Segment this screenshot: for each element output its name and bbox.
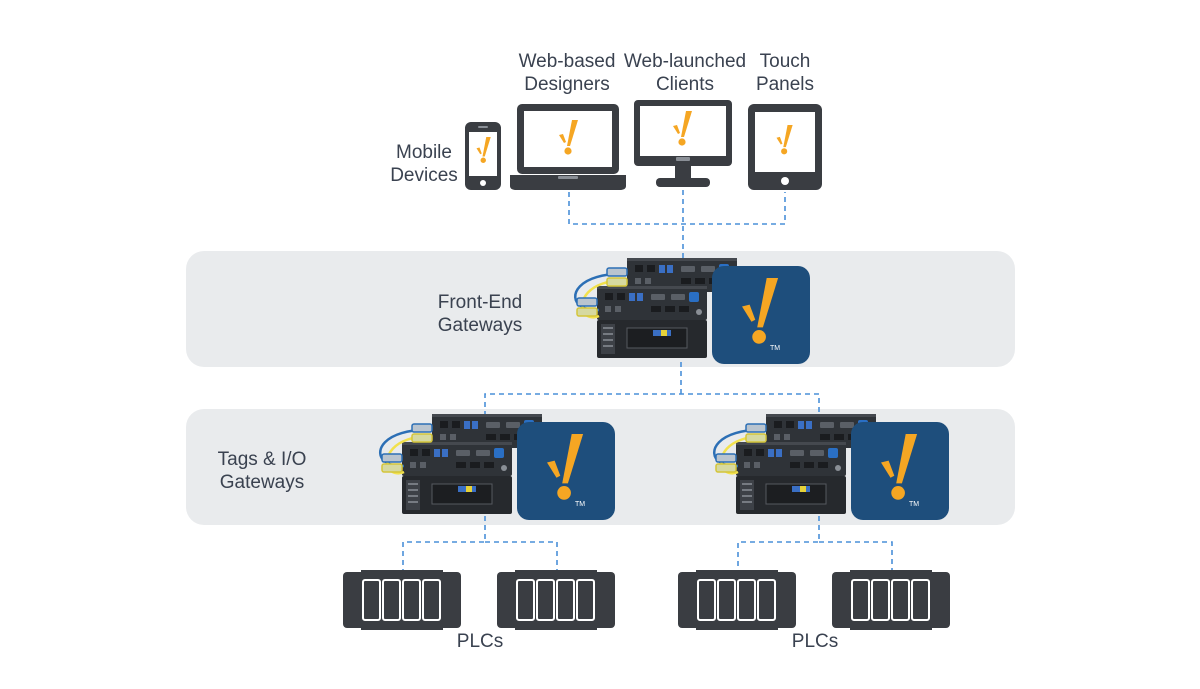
mobile-devices-line2: Devices [390, 165, 458, 186]
dashed-connectors [402, 190, 893, 572]
plc-rack-icon [496, 569, 616, 631]
tags-io-gateways-line2: Gateways [219, 472, 305, 493]
web-based-designers-line2: Designers [524, 74, 610, 95]
tags-io-gateways-label: Tags & I/O Gateways [200, 448, 324, 494]
front-end-gateways-line2: Gateways [437, 315, 523, 336]
touch-panels-label: Touch Panels [748, 50, 822, 96]
tags-io-gateway-hardware-right [714, 414, 949, 520]
tags-io-gateways-line1: Tags & I/O [217, 449, 307, 470]
touch-panels-line2: Panels [755, 74, 815, 95]
plc-rack-icon [677, 569, 797, 631]
plc-rack-icon [831, 569, 951, 631]
web-launched-clients-label: Web-launched Clients [616, 50, 754, 96]
touch-panels-line1: Touch [759, 51, 811, 72]
front-end-gateway-hardware [575, 258, 810, 364]
laptop-icon [510, 104, 626, 190]
mobile-devices-label: Mobile Devices [388, 141, 460, 187]
mobile-devices-line1: Mobile [396, 142, 452, 163]
touch-panel-icon [748, 104, 822, 190]
web-launched-clients-line2: Clients [655, 74, 715, 95]
plcs-label-left: PLCs [456, 631, 504, 652]
tags-io-gateway-hardware-left [380, 414, 615, 520]
mobile-phone-icon [465, 122, 501, 190]
desktop-monitor-icon [634, 100, 732, 187]
web-launched-clients-line1: Web-launched [623, 51, 747, 72]
front-end-gateways-line1: Front-End [437, 292, 523, 313]
front-end-gateways-label: Front-End Gateways [420, 291, 540, 337]
web-based-designers-label: Web-based Designers [506, 50, 628, 96]
plcs-label-right: PLCs [791, 631, 839, 652]
web-based-designers-line1: Web-based [518, 51, 616, 72]
plc-rack-icon [342, 569, 462, 631]
